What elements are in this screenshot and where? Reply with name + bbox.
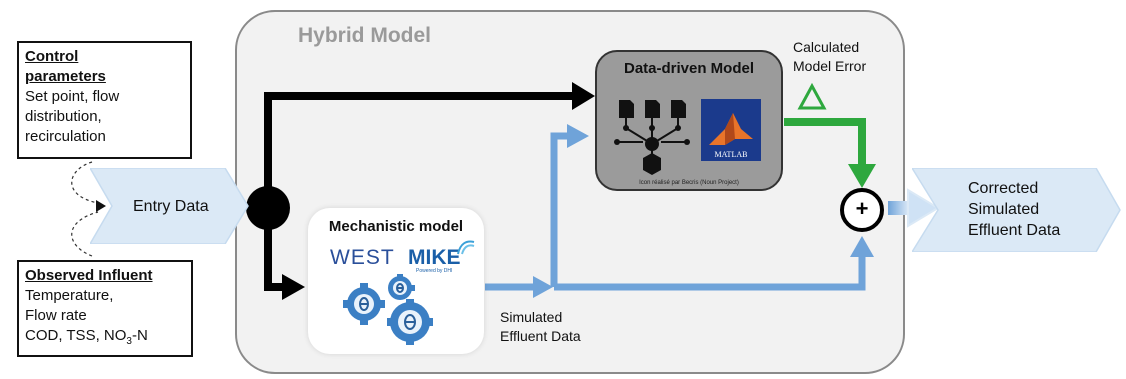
observed-line-1: Temperature, — [25, 287, 114, 304]
mechanistic-model-box: Mechanistic model WEST MIKE Powered by D… — [308, 208, 484, 354]
entry-to-mechanistic-line — [264, 208, 285, 291]
control-line-2: distribution, — [25, 108, 102, 125]
matlab-logo-icon: MATLAB — [701, 99, 761, 161]
control-line-3: recirculation — [25, 128, 106, 145]
entry-to-mechanistic-arrow — [282, 274, 305, 300]
neural-network-icon — [614, 100, 690, 175]
observed-to-entry-dashed — [71, 211, 99, 257]
observed-influent-heading: Observed Influent — [25, 267, 153, 284]
delta-icon — [797, 82, 827, 110]
model-error-label: Calculated Model Error — [793, 39, 867, 74]
simulated-to-sum-line — [554, 255, 866, 291]
west-logo-text: WEST — [330, 246, 395, 269]
entry-data-chevron — [90, 168, 249, 244]
mike-swirl-icon — [457, 240, 475, 255]
sum-circle — [840, 188, 884, 232]
mike-logo-text: MIKE — [408, 246, 461, 269]
control-line-1: Set point, flow — [25, 88, 120, 105]
observed-line-2: Flow rate — [25, 307, 87, 324]
corrected-output-label: Corrected Simulated Effluent Data — [968, 180, 1061, 239]
hybrid-model-title: Hybrid Model — [298, 24, 432, 47]
junction-dot — [246, 186, 290, 230]
entry-data-label: Entry Data — [133, 198, 209, 215]
control-to-entry-dashed — [71, 161, 99, 204]
gears-icon — [343, 274, 433, 345]
icon-credit: Icon réalisé par Becris (Noun Project) — [639, 180, 739, 186]
sum-plus: + — [855, 196, 869, 221]
entry-to-data-driven-line — [264, 92, 575, 208]
control-parameters-heading: Control parameters — [25, 48, 106, 85]
simulated-to-data-driven-arrow — [567, 124, 589, 148]
simulated-effluent-arrow — [533, 276, 553, 298]
data-driven-model-title: Data-driven Model — [623, 60, 755, 77]
simulated-to-sum-arrow — [850, 236, 874, 257]
matlab-label: MATLAB — [715, 150, 748, 159]
mechanistic-model-title: Mechanistic model — [328, 218, 464, 235]
dashed-arrowhead — [96, 200, 106, 212]
data-driven-model-box: Data-driven Model MATLAB Icon réalisé pa… — [595, 50, 783, 191]
observed-influent-box: Observed Influent Temperature, Flow rate… — [17, 260, 193, 357]
output-arrow-head — [907, 188, 940, 228]
simulated-to-data-driven-line — [550, 132, 570, 287]
powered-by-dhi: Powered by DHI — [416, 268, 453, 274]
simulated-effluent-label: Simulated Effluent Data — [500, 309, 581, 344]
model-error-line — [784, 118, 866, 168]
control-parameters-box: Control parameters Set point, flow distr… — [17, 41, 192, 159]
observed-line-3: COD, TSS, NO3-N — [25, 327, 148, 347]
entry-to-data-driven-arrow — [572, 82, 595, 110]
model-error-arrow — [848, 164, 876, 188]
corrected-output-chevron — [912, 168, 1121, 252]
output-arrow-shaft — [888, 201, 910, 215]
